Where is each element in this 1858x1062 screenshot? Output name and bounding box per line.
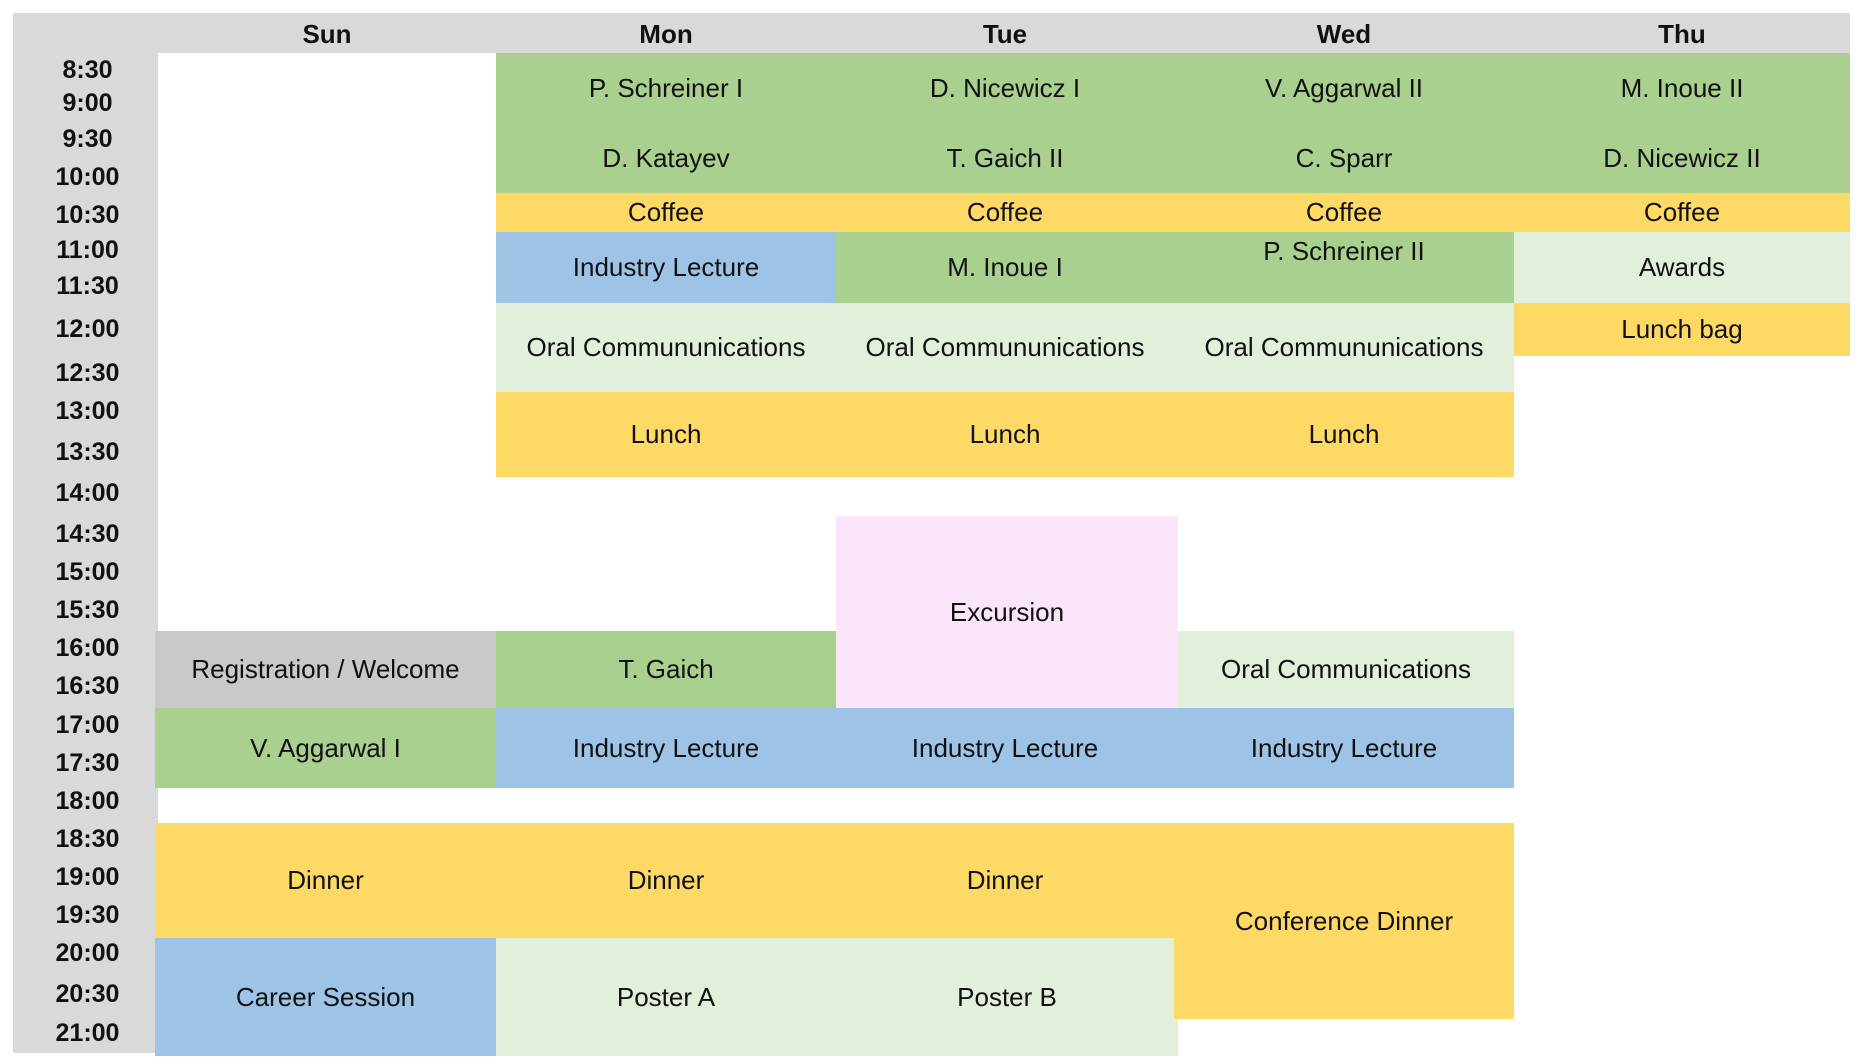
event-wed-morning-talks[interactable]: V. Aggarwal II C. Sparr — [1174, 53, 1514, 193]
event-thu-awards[interactable]: Awards — [1514, 232, 1850, 303]
time-label: 14:30 — [55, 520, 120, 548]
time-label: 8:30 — [62, 56, 113, 84]
event-thu-morning1: M. Inoue II — [1620, 72, 1744, 103]
time-label: 18:00 — [55, 787, 120, 815]
event-sun-talk[interactable]: V. Aggarwal I — [155, 708, 496, 788]
time-label: 9:00 — [62, 89, 113, 117]
time-label: 12:00 — [55, 315, 120, 343]
time-label: 17:00 — [55, 711, 120, 739]
event-thu-lunch-bag[interactable]: Lunch bag — [1514, 303, 1850, 356]
event-wed-morning1: V. Aggarwal II — [1264, 72, 1424, 103]
event-tue-late-morning-talk[interactable]: M. Inoue I — [836, 232, 1174, 303]
time-label: 20:30 — [55, 980, 120, 1008]
event-thu-morning-talks[interactable]: M. Inoue II D. Nicewicz II — [1514, 53, 1850, 193]
event-wed-morning2: C. Sparr — [1295, 142, 1393, 173]
event-sun-dinner[interactable]: Dinner — [155, 823, 496, 938]
time-label: 16:30 — [55, 672, 120, 700]
event-tue-morning1: D. Nicewicz I — [929, 72, 1081, 103]
event-wed-conference-dinner[interactable]: Conference Dinner — [1174, 823, 1514, 1019]
event-thu-coffee[interactable]: Coffee — [1514, 193, 1850, 232]
time-label: 11:30 — [56, 272, 119, 300]
event-tue-poster[interactable]: Poster B — [836, 938, 1178, 1056]
event-tue-dinner[interactable]: Dinner — [836, 823, 1174, 938]
event-wed-industry-lecture[interactable]: Industry Lecture — [1174, 708, 1514, 788]
event-mon-oral[interactable]: Oral Commununications — [496, 303, 836, 392]
event-mon-poster[interactable]: Poster A — [496, 938, 836, 1056]
event-tue-morning-talks[interactable]: D. Nicewicz I T. Gaich II — [836, 53, 1174, 193]
day-header-sun: Sun — [302, 19, 352, 49]
event-tue-morning2: T. Gaich II — [946, 142, 1064, 173]
day-header-tue: Tue — [982, 19, 1028, 49]
event-tue-oral[interactable]: Oral Commununications — [836, 303, 1174, 392]
event-tue-coffee[interactable]: Coffee — [836, 193, 1174, 232]
time-label: 13:00 — [55, 397, 120, 425]
time-label: 12:30 — [55, 359, 120, 387]
time-label: 13:30 — [55, 438, 120, 466]
day-header-bar — [13, 13, 1850, 53]
time-label: 10:30 — [55, 201, 120, 229]
day-header-wed: Wed — [1316, 19, 1372, 49]
day-header-thu: Thu — [1658, 19, 1706, 49]
time-label: 15:00 — [55, 558, 120, 586]
time-label: 21:00 — [55, 1019, 120, 1047]
event-sun-career-session[interactable]: Career Session — [155, 938, 496, 1056]
time-label: 16:00 — [55, 634, 120, 662]
event-thu-morning2: D. Nicewicz II — [1603, 142, 1761, 173]
event-mon-morning1: P. Schreiner I — [588, 72, 744, 103]
time-label: 17:30 — [55, 749, 120, 777]
event-mon-morning-talks[interactable]: P. Schreiner I D. Katayev — [496, 53, 836, 193]
event-mon-morning2: D. Katayev — [602, 142, 730, 173]
time-label: 9:30 — [62, 125, 113, 153]
time-label: 19:30 — [55, 901, 120, 929]
time-label: 11:00 — [56, 236, 119, 264]
time-label: 10:00 — [55, 163, 120, 191]
event-mon-industry-lecture[interactable]: Industry Lecture — [496, 708, 836, 788]
event-wed-late-morning-talk[interactable]: P. Schreiner II — [1174, 232, 1514, 303]
time-column — [13, 13, 158, 1053]
event-wed-coffee[interactable]: Coffee — [1174, 193, 1514, 232]
event-tue-industry-lecture[interactable]: Industry Lecture — [836, 708, 1174, 788]
event-mon-industry-lecture-am[interactable]: Industry Lecture — [496, 232, 836, 303]
time-label: 19:00 — [55, 863, 120, 891]
time-label: 18:30 — [55, 825, 120, 853]
time-label: 15:30 — [55, 596, 120, 624]
event-wed-oral[interactable]: Oral Commununications — [1174, 303, 1514, 392]
event-mon-lunch[interactable]: Lunch — [496, 392, 836, 477]
event-tue-lunch[interactable]: Lunch — [836, 392, 1174, 477]
time-label: 20:00 — [55, 939, 120, 967]
event-mon-dinner[interactable]: Dinner — [496, 823, 836, 938]
event-sun-registration[interactable]: Registration / Welcome — [155, 631, 496, 708]
event-wed-oral-communications[interactable]: Oral Communications — [1178, 631, 1514, 708]
day-header-mon: Mon — [639, 19, 693, 49]
event-tue-excursion[interactable]: Excursion — [836, 516, 1178, 708]
time-label: 14:00 — [55, 479, 120, 507]
event-mon-coffee[interactable]: Coffee — [496, 193, 836, 232]
event-wed-lunch[interactable]: Lunch — [1174, 392, 1514, 477]
event-mon-afternoon-talk[interactable]: T. Gaich — [496, 631, 836, 708]
